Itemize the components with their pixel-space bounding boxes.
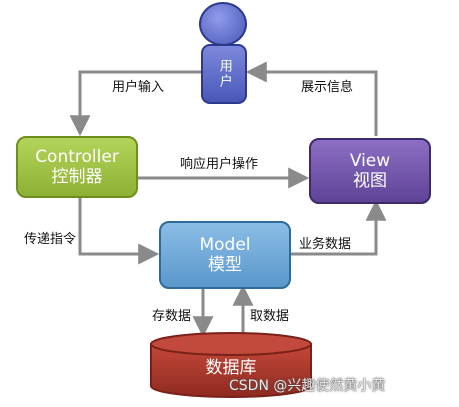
edge-label-store-data: 存数据: [152, 309, 192, 324]
user-label: 用户: [216, 59, 232, 89]
view-subtitle: 视图: [353, 171, 387, 191]
edge-show-info: [245, 61, 378, 136]
view-node: View 视图: [309, 138, 431, 204]
edge-pass-command: [78, 196, 160, 265]
user-node: 用户: [201, 44, 247, 104]
controller-subtitle: 控制器: [51, 167, 103, 187]
edge-label-business-data: 业务数据: [299, 237, 352, 252]
view-title: View: [349, 150, 391, 171]
edge-business-data: [289, 199, 387, 256]
edge-label-fetch-data: 取数据: [250, 309, 290, 324]
edge-user-input: [69, 70, 201, 137]
database-cylinder: [150, 332, 312, 398]
model-title: Model: [199, 234, 251, 255]
edge-label-pass-command: 传递指令: [24, 232, 77, 247]
model-node: Model 模型: [159, 221, 291, 289]
database-label: 数据库: [205, 358, 257, 378]
user-head-icon: [199, 2, 247, 46]
watermark: CSDN @兴趣使然黄小黄: [229, 378, 386, 394]
edge-label-respond-action: 响应用户操作: [180, 157, 259, 172]
edge-label-user-input: 用户输入: [112, 80, 165, 95]
edge-label-show-info: 展示信息: [301, 80, 354, 95]
model-subtitle: 模型: [208, 255, 242, 275]
controller-node: Controller 控制器: [16, 136, 138, 198]
controller-title: Controller: [35, 146, 119, 167]
